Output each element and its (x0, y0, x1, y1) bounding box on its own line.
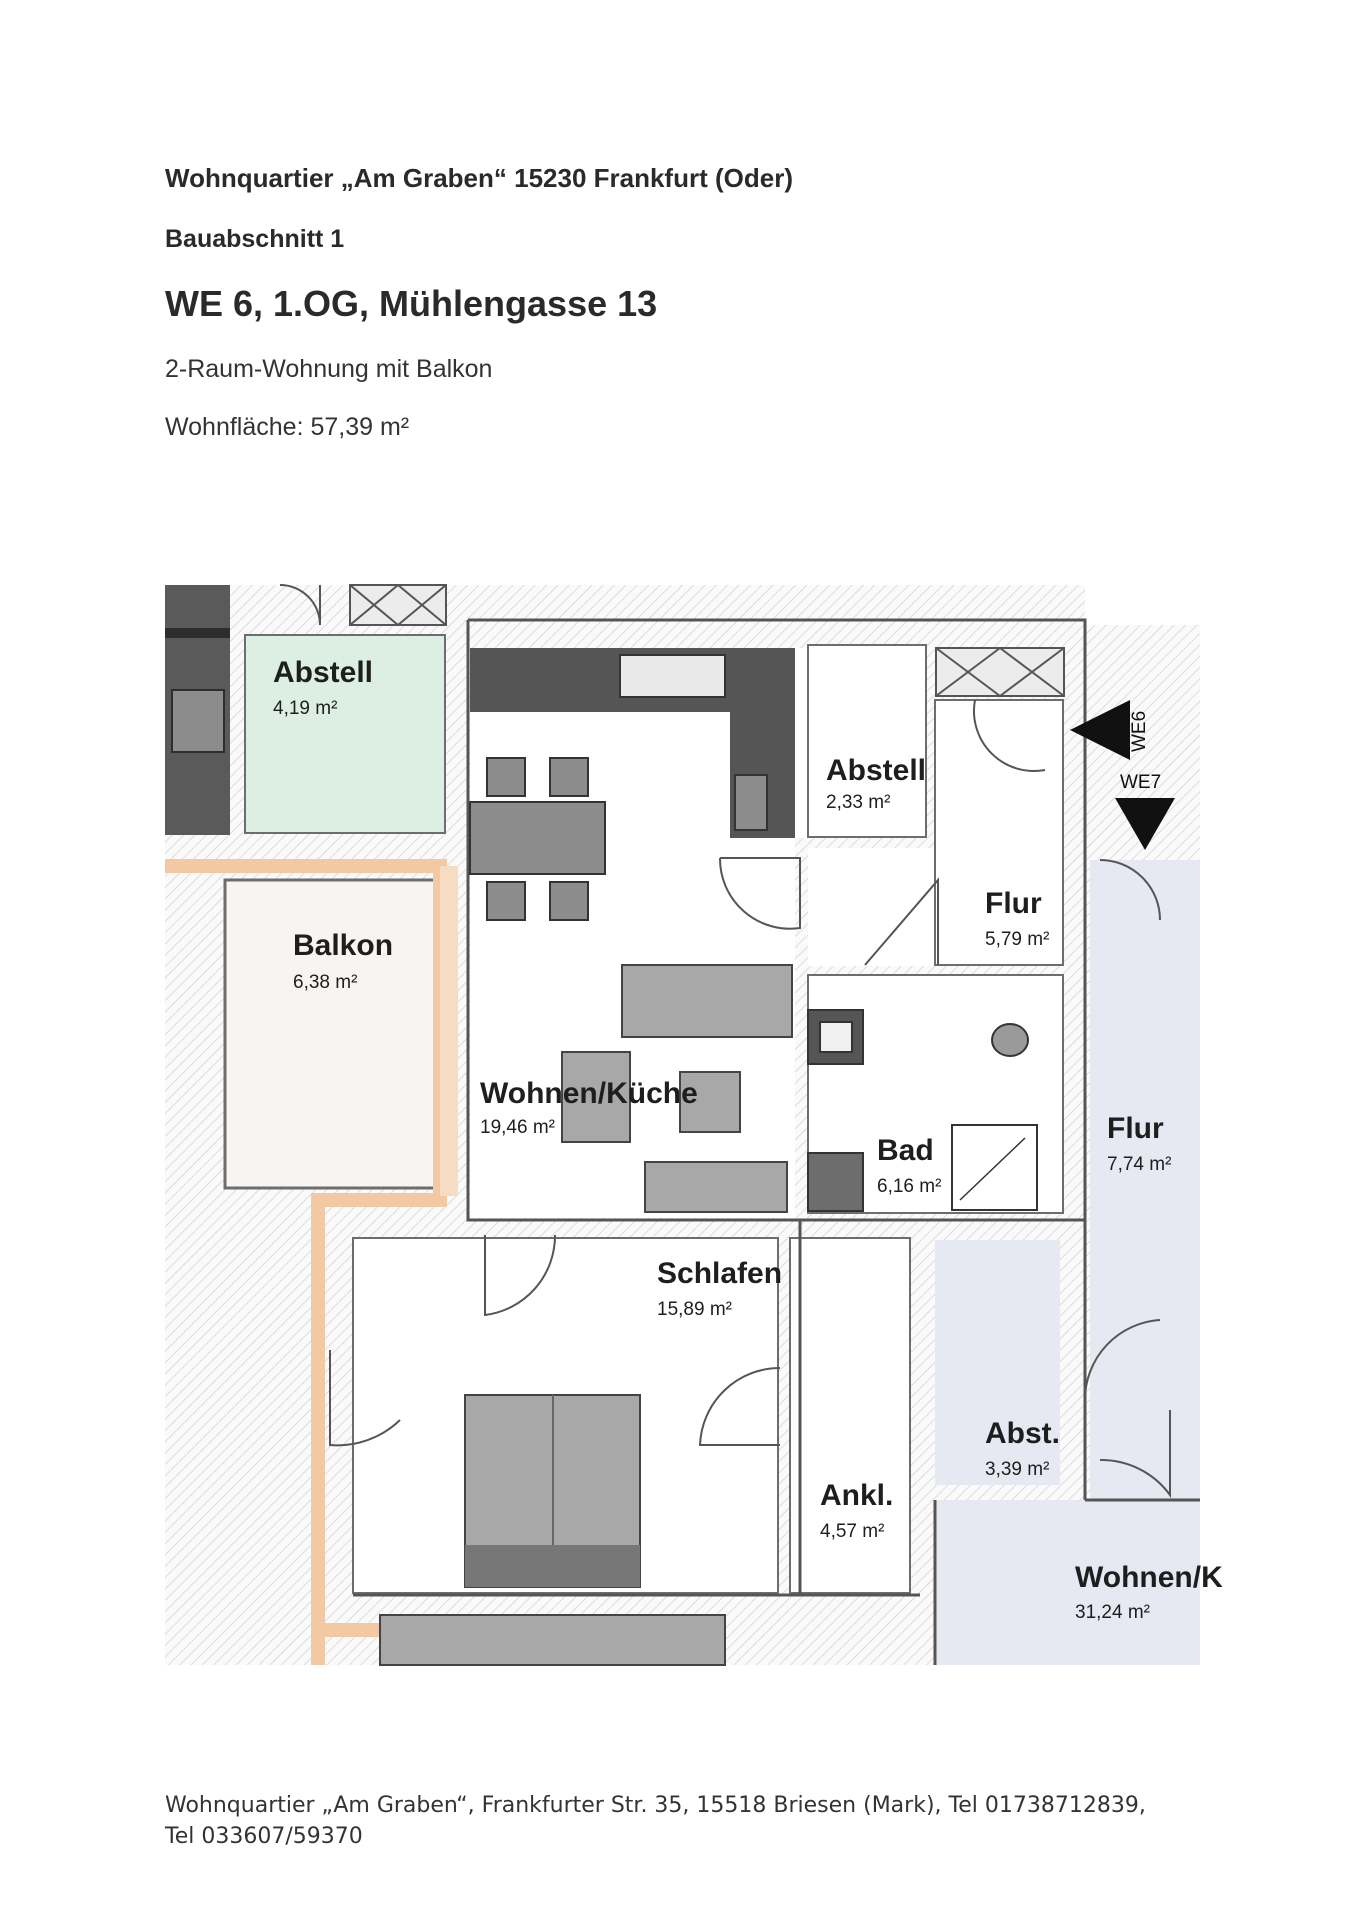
storage-cabinets (349, 584, 1065, 697)
page-subtitle: Bauabschnitt 1 (165, 225, 345, 253)
room-abst-area: 3,39 m² (985, 1459, 1049, 1480)
outer-dark-column (165, 585, 230, 835)
room-wohnen-area: 19,46 m² (480, 1117, 555, 1138)
room-abstell-2-area: 2,33 m² (826, 792, 890, 813)
footer-line-2: Tel 033607/59370 (165, 1824, 363, 1849)
doors (279, 584, 1171, 1499)
room-schlafen-area: 15,89 m² (657, 1299, 732, 1320)
footer-line-1: Wohnquartier „Am Graben“, Frankfurter St… (165, 1793, 1146, 1818)
room-flur-2-name: Flur (1107, 1112, 1164, 1145)
room-balkon-area: 6,38 m² (293, 972, 357, 993)
living-area: Wohnfläche: 57,39 m² (165, 413, 410, 441)
room-flur-1-area: 5,79 m² (985, 929, 1049, 950)
room-ankl-area: 4,57 m² (820, 1521, 884, 1542)
we7-arrow-icon (1115, 798, 1175, 850)
room-flur-2-area: 7,74 m² (1107, 1154, 1171, 1175)
room-abstell-1-name: Abstell (273, 656, 373, 689)
page-title: Wohnquartier „Am Graben“ 15230 Frankfurt… (165, 163, 793, 193)
room-bad-area: 6,16 m² (877, 1176, 941, 1197)
room-wohnen-2-area: 31,24 m² (1075, 1602, 1150, 1623)
kitchen-counter (470, 648, 795, 838)
room-wohnen-2-name: Wohnen/K (1075, 1561, 1223, 1594)
room-bad-name: Bad (877, 1134, 934, 1167)
room-labels: Abstell 4,19 m² Balkon 6,38 m² Wohnen/Kü… (273, 656, 1223, 1623)
dining-set (469, 757, 606, 921)
room-flur-1-name: Flur (985, 887, 1042, 920)
bathroom-fixtures (807, 1009, 1038, 1212)
we6-label: WE6 (1129, 711, 1150, 752)
we6-arrow-icon (1070, 700, 1130, 760)
room-balkon-name: Balkon (293, 929, 393, 962)
we7-label: WE7 (1120, 772, 1161, 793)
room-schlafen-name: Schlafen (657, 1257, 782, 1290)
entrance-markers: WE6 WE7 (1070, 700, 1175, 850)
apartment-type: 2-Raum-Wohnung mit Balkon (165, 355, 493, 383)
bed (379, 1394, 726, 1666)
room-wohnen-name: Wohnen/Küche (480, 1077, 698, 1110)
room-ankl-name: Ankl. (820, 1479, 893, 1512)
unit-heading: WE 6, 1.OG, Mühlengasse 13 (165, 283, 658, 324)
living-furniture (561, 964, 793, 1213)
room-abst-name: Abst. (985, 1417, 1060, 1450)
room-abstell-2-name: Abstell (826, 754, 926, 787)
room-abstell-1-area: 4,19 m² (273, 698, 337, 719)
neighbor-area (935, 860, 1200, 1665)
